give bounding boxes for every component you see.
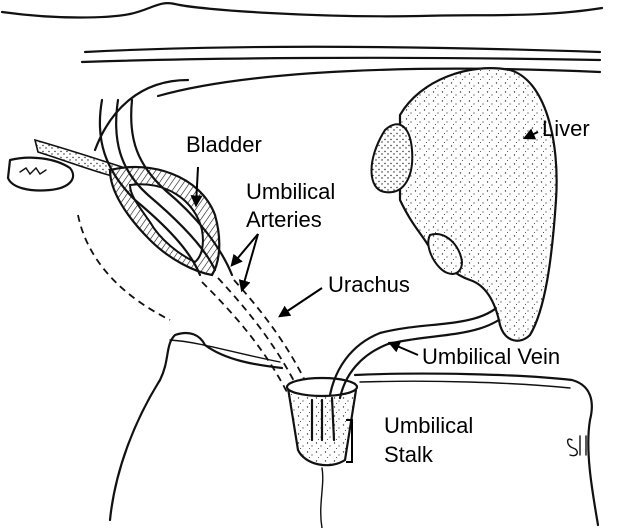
label-umbilical-stalk-1: Umbilical — [384, 413, 473, 438]
liver-left-lobe — [371, 124, 412, 192]
lower-contour-texture — [170, 340, 280, 362]
urachus-arrow — [280, 288, 322, 316]
label-umbilical-arteries-2: Arteries — [246, 207, 322, 232]
label-umbilical-arteries-1: Umbilical — [246, 179, 335, 204]
abdominal-wall-upper — [85, 47, 600, 52]
lower-body-contour — [110, 333, 282, 520]
label-umbilical-vein: Umbilical Vein — [422, 344, 560, 369]
top-body-outline — [2, 3, 602, 17]
umbilical-vein-arrow — [390, 343, 418, 355]
label-liver: Liver — [542, 116, 590, 141]
right-contour-texture — [360, 381, 570, 388]
label-bladder: Bladder — [186, 132, 262, 157]
label-urachus: Urachus — [328, 272, 410, 297]
abdominal-wall-middle — [82, 58, 600, 62]
peritoneal-curve — [95, 80, 188, 150]
cord-strand — [321, 468, 323, 528]
label-umbilical-stalk-2: Stalk — [384, 442, 434, 467]
rectum-detail — [20, 168, 46, 174]
artist-signature — [568, 436, 586, 456]
liver-shape — [400, 68, 557, 341]
